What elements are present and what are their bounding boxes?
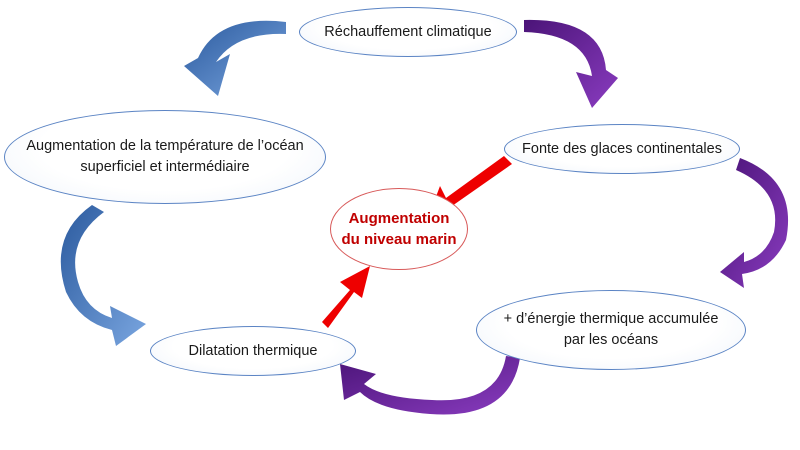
node-dilatation-thermique: Dilatation thermique [150,326,356,376]
node-fonte-glaces-continentales: Fonte des glaces continentales [504,124,740,174]
curved-arrow-temperature-to-dilatation [60,205,146,346]
curved-arrow-fonte-to-energie [720,158,789,288]
curved-arrow-rechauffement-to-fonte [524,19,618,108]
curved-arrow-rechauffement-to-temperature [184,20,286,97]
red-arrow-dilatation-to-niveau [322,266,370,328]
node-augmentation-niveau-marin: Augmentation du niveau marin [330,188,468,270]
node-rechauffement-climatique: Réchauffement climatique [299,7,517,57]
curved-arrow-energie-to-dilatation [340,356,520,415]
node-augmentation-temperature-ocean: Augmentation de la température de l’océa… [4,110,326,204]
node-energie-thermique-oceans: + d’énergie thermique accumulée par les … [476,290,746,370]
